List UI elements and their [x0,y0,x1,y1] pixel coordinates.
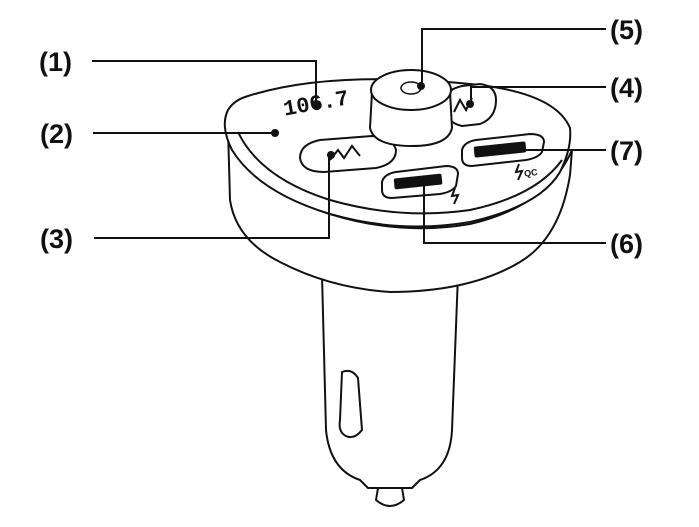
leader-6 [423,181,606,244]
callout-labels: (1) (2) (3) (4) (5) (6) (7) [39,15,643,259]
leader-5 [421,28,606,86]
callout-2: (2) [40,119,73,149]
callout-1: (1) [39,47,72,77]
leader-1 [92,60,317,103]
callout-7: (7) [610,136,643,166]
prev-button [299,135,397,173]
leader-4 [470,86,606,104]
usb-port [381,165,460,205]
callout-3: (3) [40,224,73,254]
leader-lines [92,28,606,244]
tip-contact [375,487,405,507]
leader-3 [94,156,330,239]
callout-5: (5) [610,15,643,45]
qc-mark: QC [524,167,539,179]
lightning-bolt-qc-icon [514,163,524,181]
rotary-knob [369,69,453,147]
lightning-bolt-icon [450,187,460,205]
callout-4: (4) [610,73,643,103]
prev-button-icon [329,144,361,161]
cigarette-plug [321,274,459,507]
callout-6: (6) [610,229,643,259]
side-spring-contact [338,369,363,439]
